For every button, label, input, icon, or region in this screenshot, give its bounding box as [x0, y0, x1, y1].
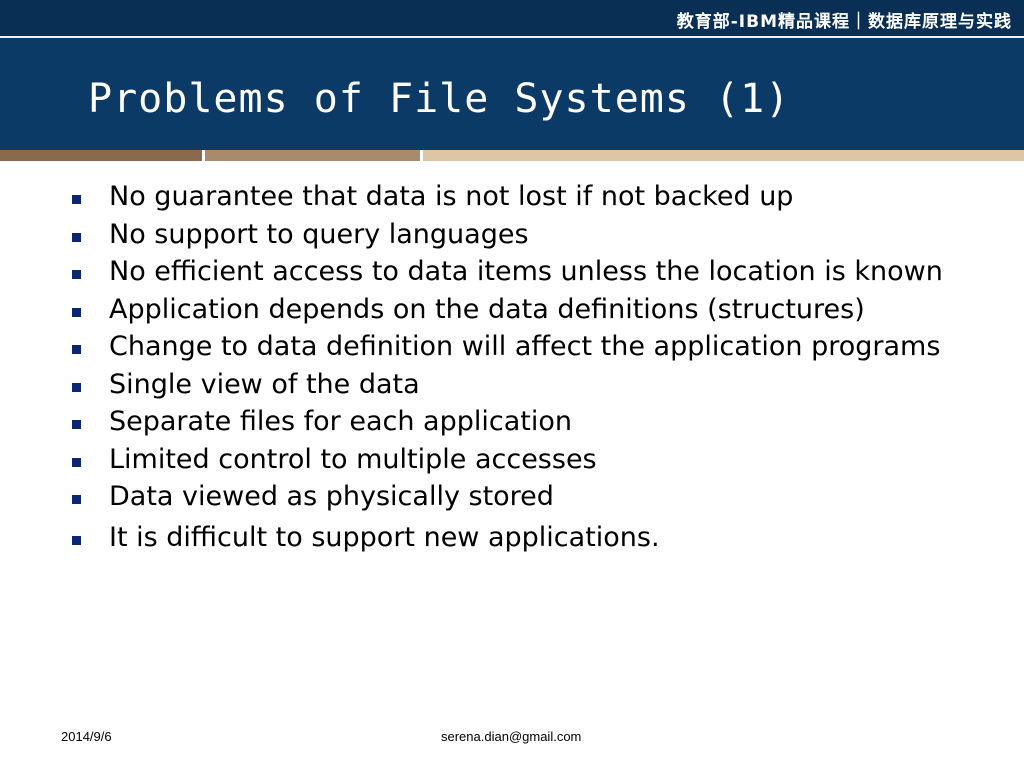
bullet-item: Application depends on the data definiti… — [70, 293, 978, 325]
bullet-list: No guarantee that data is not lost if no… — [70, 182, 978, 553]
bullet-text: It is difficult to support new applicati… — [109, 522, 660, 553]
slide-body: No guarantee that data is not lost if no… — [70, 182, 978, 561]
bullet-item: Data viewed as physically stored — [70, 482, 978, 512]
bullet-item: Limited control to multiple accesses — [70, 443, 978, 475]
header-divider — [0, 36, 1024, 38]
bullet-item: No guarantee that data is not lost if no… — [70, 182, 978, 212]
footer-email: serena.dian@gmail.com — [441, 729, 582, 744]
bullet-item: Separate files for each application — [70, 407, 978, 437]
course-brand: 教育部-IBM精品课程｜数据库原理与实践 — [676, 12, 1012, 32]
bullet-item: No support to query languages — [70, 218, 978, 250]
slide-header: 教育部-IBM精品课程｜数据库原理与实践 Problems of File Sy… — [0, 0, 1024, 150]
bullet-text: Separate files for each application — [109, 406, 572, 437]
square-bullet-icon — [72, 382, 81, 392]
bullet-text: Data viewed as physically stored — [109, 481, 554, 512]
bullet-text: Change to data definition will affect th… — [109, 331, 941, 362]
square-bullet-icon — [72, 457, 81, 467]
accent-stripe-dark — [0, 150, 202, 161]
square-bullet-icon — [72, 420, 81, 429]
bullet-text: Single view of the data — [109, 368, 420, 400]
square-bullet-icon — [72, 345, 81, 354]
bullet-text: No support to query languages — [109, 218, 529, 250]
square-bullet-icon — [72, 495, 81, 504]
slide-title: Problems of File Systems (1) — [88, 76, 791, 122]
bullet-text: No guarantee that data is not lost if no… — [109, 181, 794, 212]
footer-date: 2014/9/6 — [61, 729, 112, 744]
bullet-text: Limited control to multiple accesses — [109, 443, 597, 475]
header-top-band — [0, 0, 1024, 36]
square-bullet-icon — [72, 270, 81, 279]
bullet-item: It is difficult to support new applicati… — [70, 523, 978, 553]
square-bullet-icon — [72, 536, 81, 545]
square-bullet-icon — [72, 232, 81, 242]
bullet-text: Application depends on the data definiti… — [109, 293, 865, 325]
bullet-item: Single view of the data — [70, 368, 978, 400]
accent-stripe-light — [423, 150, 1024, 161]
bullet-item: No efficient access to data items unless… — [70, 257, 978, 287]
square-bullet-icon — [72, 195, 81, 204]
square-bullet-icon — [72, 307, 81, 317]
accent-stripe-mid — [205, 150, 420, 161]
bullet-item: Change to data definition will affect th… — [70, 332, 978, 362]
bullet-text: No efficient access to data items unless… — [109, 256, 943, 287]
